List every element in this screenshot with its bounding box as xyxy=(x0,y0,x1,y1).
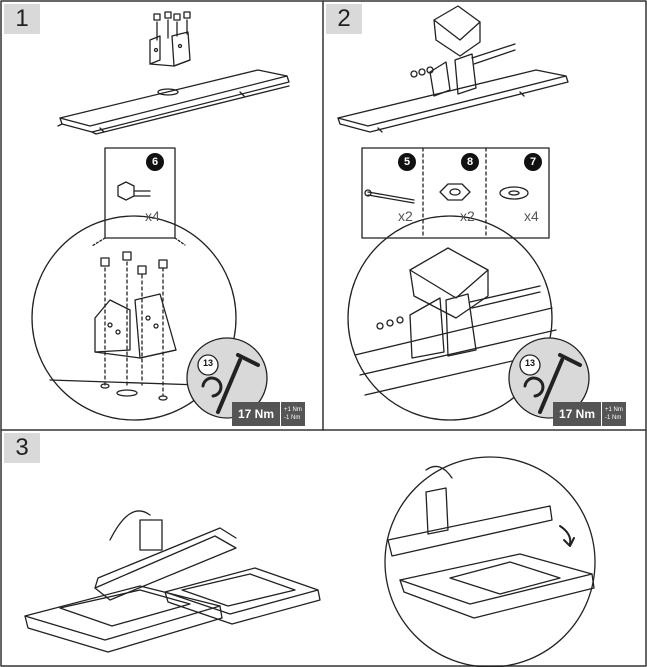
torque-value: 17 Nm xyxy=(232,402,281,426)
step-number-1: 1 xyxy=(4,4,40,34)
step2-rotate-icon xyxy=(523,376,545,398)
step3-zoom-circle xyxy=(384,456,596,667)
step2-socket-icon xyxy=(519,354,541,376)
step1-zoom-circle xyxy=(31,215,237,421)
socket-size-label-2: 13 xyxy=(524,358,535,368)
torque-tol-plus: +1 Nm xyxy=(284,407,302,413)
step3-luminaire xyxy=(24,510,321,653)
wrench-icon xyxy=(216,353,260,414)
step-number-2: 2 xyxy=(326,4,362,34)
step1-bracket xyxy=(149,11,191,67)
long-bolt-icon xyxy=(364,189,415,204)
step2-zoom-circle xyxy=(347,215,553,421)
part-badge-8: 8 xyxy=(461,153,479,171)
part-qty-5: x2 xyxy=(398,208,413,224)
washer-icon xyxy=(499,186,529,200)
step-number-3: 3 xyxy=(4,433,40,463)
torque-tol-plus: +1 Nm xyxy=(605,407,623,413)
part-qty-8: x2 xyxy=(460,208,475,224)
bolt-icon xyxy=(117,181,151,201)
torque-spec-2: 17 Nm +1 Nm -1 Nm xyxy=(553,402,626,426)
step3-zoom-detail xyxy=(387,465,595,619)
torque-tolerance: +1 Nm -1 Nm xyxy=(281,402,305,426)
step2-housing xyxy=(337,69,569,133)
torque-tol-minus: -1 Nm xyxy=(605,415,622,421)
step1-housing xyxy=(57,69,290,135)
rotate-icon xyxy=(201,376,223,398)
torque-value: 17 Nm xyxy=(553,402,602,426)
socket-size-label-1: 13 xyxy=(202,358,213,368)
part-badge-6: 6 xyxy=(146,153,164,171)
nut-icon xyxy=(439,183,471,201)
step2-wrench-icon xyxy=(538,353,582,414)
socket-icon xyxy=(197,354,219,376)
part-badge-5: 5 xyxy=(398,153,416,171)
part-badge-7: 7 xyxy=(524,153,542,171)
torque-tol-minus: -1 Nm xyxy=(284,415,301,421)
step2-part-box xyxy=(361,147,550,239)
step2-bracket xyxy=(410,5,516,97)
torque-tolerance: +1 Nm -1 Nm xyxy=(602,402,626,426)
torque-spec-1: 17 Nm +1 Nm -1 Nm xyxy=(232,402,305,426)
part-qty-7: x4 xyxy=(524,208,539,224)
part-qty-6: x4 xyxy=(145,208,160,224)
step1-part-box xyxy=(104,147,176,239)
